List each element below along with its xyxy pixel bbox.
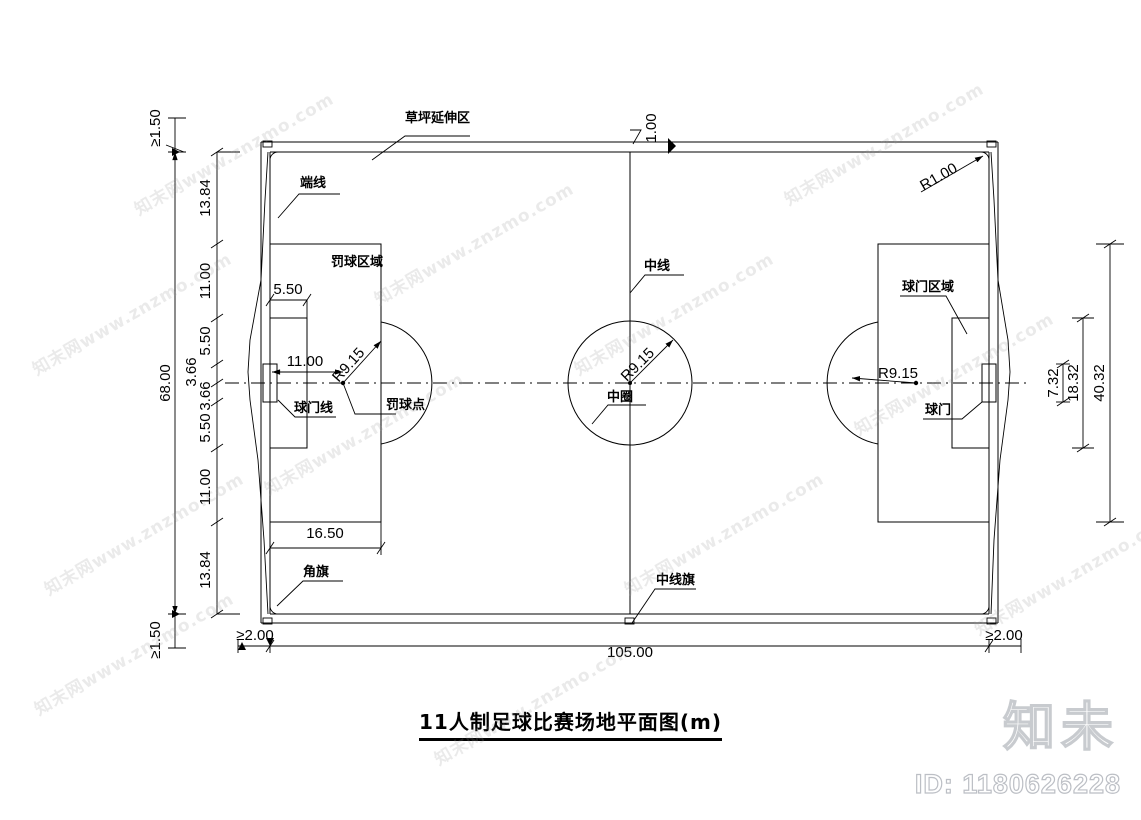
dim-right-goal-width: 7.32 [1045, 359, 1070, 407]
dim-left-arc-radius: R9.15 [329, 340, 382, 386]
dim-left-arc-radius-label: R9.15 [329, 344, 368, 385]
dim-left-seg-4: 3.66 [197, 381, 214, 410]
label-end-line: 端线 [300, 175, 326, 191]
dim-left-top-clearance: ≥1.50 [147, 109, 186, 156]
dim-bottom-left-clearance: ≥2.00 [236, 627, 274, 653]
dim-penalty-area-depth: 16.50 [265, 522, 386, 555]
label-center-circle: 中圈 [607, 389, 633, 405]
annotation-corner-flag: 角旗 [276, 564, 343, 607]
label-penalty-area: 罚球区域 [331, 254, 383, 270]
dim-goal-area-depth-label: 5.50 [273, 281, 302, 298]
left-goal [262, 363, 278, 403]
runoff-edge-left [247, 151, 269, 615]
dim-right-arc-radius-label: R9.15 [878, 365, 918, 382]
right-goal [981, 363, 997, 403]
dim-right-arc-radius: R9.15 [851, 365, 918, 384]
label-goal-area: 球门区域 [902, 279, 954, 295]
annotation-end-line: 端线 [277, 175, 340, 219]
annotation-lawn-extension: 草坪延伸区 [371, 110, 470, 161]
dim-corner-radius-label: R1.00 [917, 160, 960, 195]
center-flag-marker [624, 617, 635, 625]
annotation-center-line: 中线 [629, 258, 684, 294]
dim-left-chain: 13.84 11.00 5.50 3.66 3.66 5.50 11.00 13… [183, 147, 240, 619]
annotation-center-flag: 中线旗 [631, 572, 696, 624]
dim-bottom-right-clearance-label: ≥2.00 [985, 627, 1022, 644]
dim-left-seg-0: 13.84 [197, 179, 214, 217]
dim-right-goal-area-width: 18.32 [1065, 313, 1094, 453]
dim-right-goal-width-label: 7.32 [1045, 368, 1062, 397]
annotation-penalty-area: 罚球区域 [331, 254, 383, 270]
left-goal-area [270, 317, 308, 449]
dim-left-seg-6: 11.00 [197, 469, 214, 505]
annotation-goal-line: 球门线 [277, 399, 336, 418]
lawn-extension-boundary [260, 141, 999, 624]
dim-right-goal-area-width-label: 18.32 [1065, 364, 1082, 402]
label-penalty-spot: 罚球点 [386, 397, 425, 413]
label-center-line: 中线 [644, 258, 670, 274]
label-lawn-extension: 草坪延伸区 [405, 110, 470, 126]
right-goal-area [951, 317, 989, 449]
drawing-title-container: 11人制足球比赛场地平面图(m) [0, 706, 1141, 741]
dim-center-circle-radius-label: R9.15 [618, 345, 658, 385]
dim-corner-radius: R1.00 [917, 155, 984, 195]
brand-watermark: 知未 [1002, 697, 1119, 759]
annotation-center-circle: 中圈 [591, 389, 646, 425]
right-penalty-area [877, 243, 989, 523]
dim-bottom-right-clearance: ≥2.00 [985, 627, 1023, 653]
dim-left-seg-3: 3.66 [183, 357, 200, 386]
brand-id-watermark: ID: 1180626228 [914, 768, 1121, 799]
dim-left-total: 68.00 [157, 151, 186, 615]
drawing-title: 11人制足球比赛场地平面图(m) [419, 706, 722, 741]
corner-flag-markers [262, 140, 997, 625]
runoff-edge-right [990, 151, 1011, 615]
dim-right-penalty-area-width-label: 40.32 [1091, 364, 1108, 402]
dim-lawn-strip-width-label: 1.00 [643, 113, 660, 142]
dim-penalty-spot-distance-label: 11.00 [287, 353, 323, 370]
dim-penalty-area-depth-label: 16.50 [306, 525, 344, 542]
label-corner-flag: 角旗 [303, 564, 329, 580]
dim-bottom-length: 105.00 [265, 639, 994, 661]
dim-goal-area-depth: 5.50 [265, 281, 312, 318]
dim-left-bottom-clearance: ≥1.50 [147, 610, 186, 659]
right-penalty-arc [826, 321, 879, 445]
dim-penalty-spot-distance: 11.00 [272, 353, 343, 375]
annotation-goal-area: 球门区域 [900, 279, 968, 335]
dim-right-penalty-area-width: 40.32 [1091, 239, 1124, 527]
left-penalty-arc [380, 321, 433, 445]
annotation-goal: 球门 [923, 401, 983, 420]
dim-bottom-left-clearance-label: ≥2.00 [236, 627, 273, 644]
label-goal: 球门 [925, 402, 951, 418]
dim-left-total-label: 68.00 [157, 364, 174, 402]
annotation-penalty-spot: 罚球点 [342, 382, 425, 415]
dim-lawn-strip-width: 1.00 [630, 113, 684, 154]
dim-left-seg-5: 5.50 [197, 413, 214, 442]
label-goal-line: 球门线 [294, 400, 333, 416]
dim-left-seg-2: 5.50 [197, 326, 214, 355]
left-penalty-area [270, 243, 382, 523]
dim-center-circle-radius: R9.15 [618, 339, 674, 385]
dim-left-bottom-clearance-label: ≥1.50 [147, 621, 164, 658]
dim-left-seg-7: 13.84 [197, 551, 214, 589]
dim-left-top-clearance-label: ≥1.50 [147, 109, 164, 146]
dim-left-seg-1: 11.00 [197, 263, 214, 299]
dim-bottom-length-label: 105.00 [607, 644, 653, 661]
label-center-flag: 中线旗 [656, 572, 695, 588]
